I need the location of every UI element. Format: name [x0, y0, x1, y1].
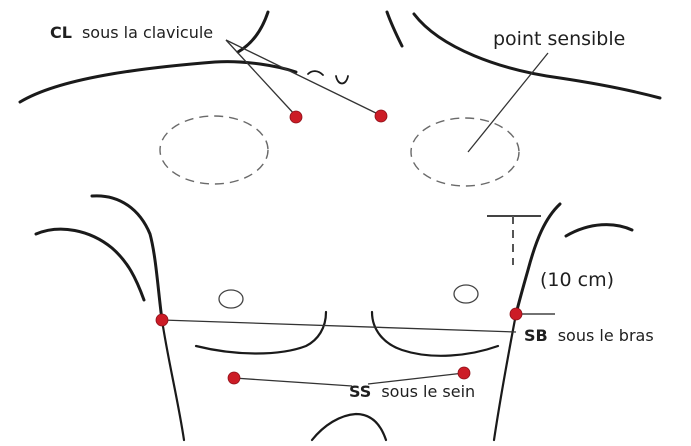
ss-leader-left [234, 378, 352, 386]
point-sb-right [510, 308, 522, 320]
torso-outline [20, 12, 660, 440]
right-breast-line [372, 312, 498, 356]
right-armpit-line [566, 225, 632, 236]
cl-leader-left [226, 40, 296, 116]
tender-point-label: point sensible [493, 28, 625, 50]
sb-label: SB sous le bras [524, 326, 654, 345]
points [156, 110, 522, 384]
point-ss-right [458, 367, 470, 379]
sb-leader [162, 320, 516, 332]
point-sb-left [156, 314, 168, 326]
point-cl-right [375, 110, 387, 122]
left-dashed-oval [160, 116, 268, 184]
cl-text: sous la clavicule [82, 23, 213, 42]
right-arm-line [516, 204, 560, 314]
left-breast-line [196, 312, 326, 354]
ss-text: sous le sein [381, 382, 475, 401]
abdomen-line [312, 414, 386, 440]
point-ss-left [228, 372, 240, 384]
right-shoulder-line [414, 14, 660, 98]
right-dashed-oval [411, 118, 519, 186]
ss-code: SS [349, 382, 371, 401]
left-arm-line [92, 196, 162, 320]
right-flank-line [494, 314, 516, 440]
neck-right-line [387, 12, 402, 46]
left-nipple-circle [219, 290, 243, 308]
sb-code: SB [524, 326, 548, 345]
cl-code: CL [50, 23, 72, 42]
cl-leader-right [226, 40, 380, 115]
cl-label: CL sous la clavicule [50, 23, 213, 42]
left-shoulder-line [20, 62, 296, 102]
collar-left-line [308, 71, 323, 75]
sb-text: sous le bras [558, 326, 654, 345]
jugular-notch-line [336, 76, 348, 84]
point-cl-left [290, 111, 302, 123]
leader-lines [162, 40, 548, 386]
distance-label: (10 cm) [540, 269, 614, 291]
ss-label: SS sous le sein [349, 382, 475, 401]
left-armpit-line [36, 229, 144, 300]
left-flank-line [162, 320, 184, 440]
right-nipple-circle [454, 285, 478, 303]
neck-left-line [238, 12, 268, 52]
